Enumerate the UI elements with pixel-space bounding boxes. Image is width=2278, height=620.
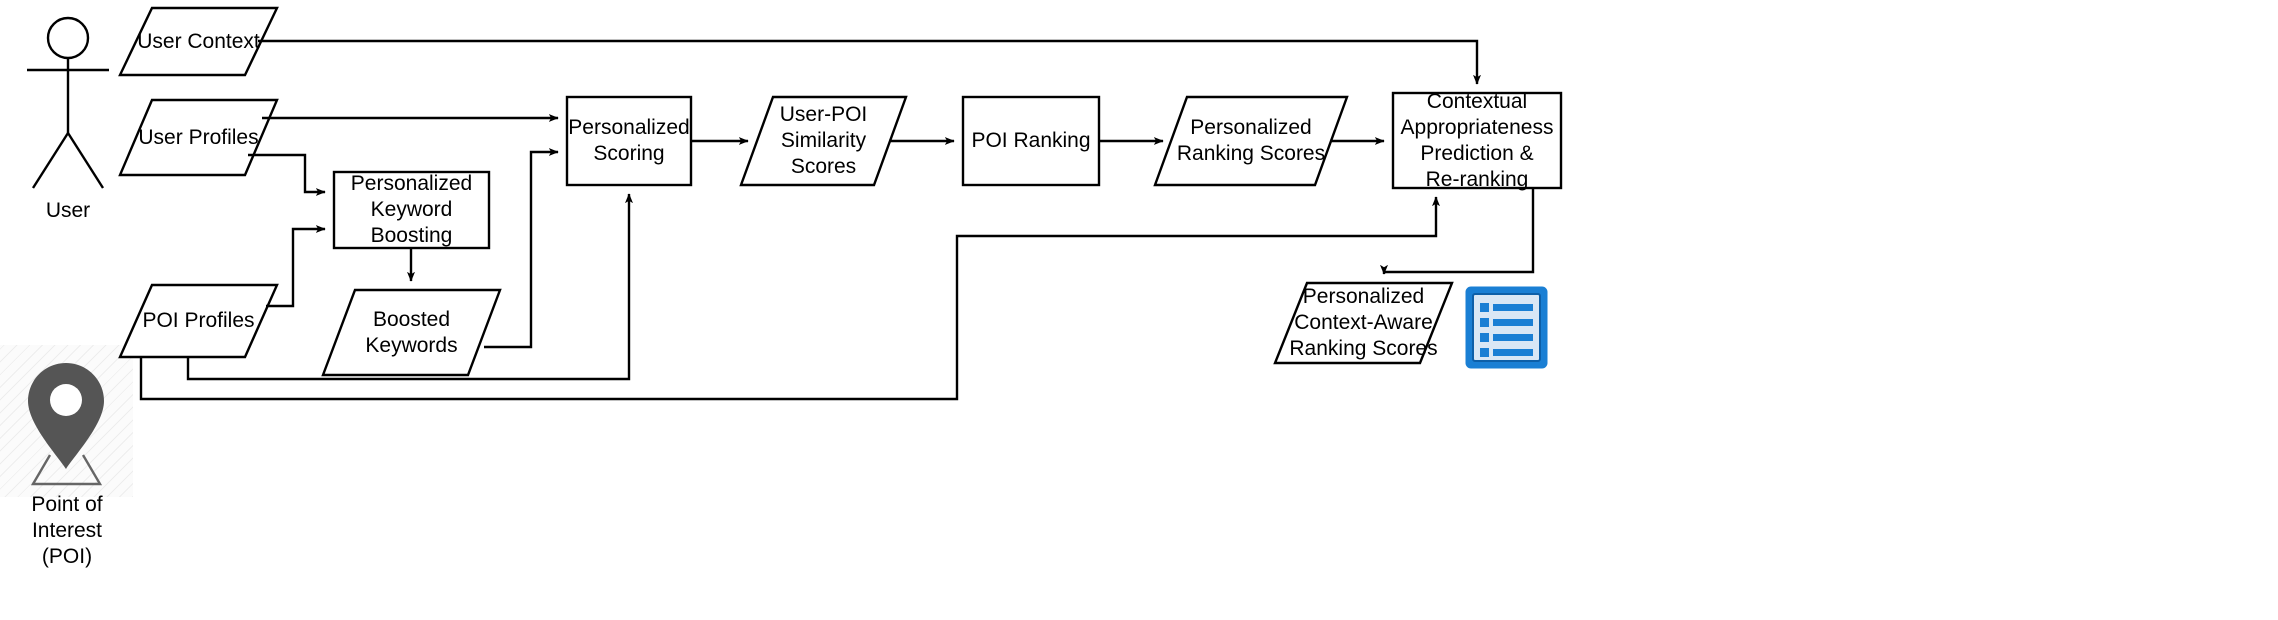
edge-poi-profiles-to-scoring: [186, 193, 633, 381]
actor-label-poi: Point of Interest (POI): [31, 493, 103, 568]
node-final-scores[interactable]: [1273, 281, 1454, 365]
node-ranking-scores[interactable]: [1153, 95, 1349, 187]
map-pin-icon: [28, 363, 104, 486]
node-poi-ranking[interactable]: [961, 95, 1101, 187]
node-contextual-rerank[interactable]: [1391, 91, 1563, 190]
edge-user-context-to-rerank: [258, 39, 1481, 85]
edge-user-profiles-to-boosting: [248, 153, 326, 196]
stick-figure-icon: [27, 16, 109, 189]
edge-rerank-to-final-scores: [1380, 188, 1535, 275]
node-user-context[interactable]: [118, 6, 279, 77]
node-user-profiles[interactable]: [118, 98, 279, 177]
node-personalized-scoring[interactable]: [565, 95, 693, 187]
edge-poi-profiles-to-rerank: [139, 196, 1440, 401]
edge-boosted-keywords-to-scoring: [484, 148, 559, 349]
edge-poi-profiles-to-boosting: [266, 225, 326, 308]
node-boosted-keywords[interactable]: [321, 288, 502, 377]
node-similarity-scores[interactable]: [739, 95, 908, 187]
node-poi-profiles[interactable]: [118, 283, 279, 359]
list-results-icon[interactable]: [1465, 286, 1548, 369]
actor-label-user: User: [45, 199, 91, 222]
node-personalized-keyword-boosting[interactable]: [332, 170, 491, 250]
